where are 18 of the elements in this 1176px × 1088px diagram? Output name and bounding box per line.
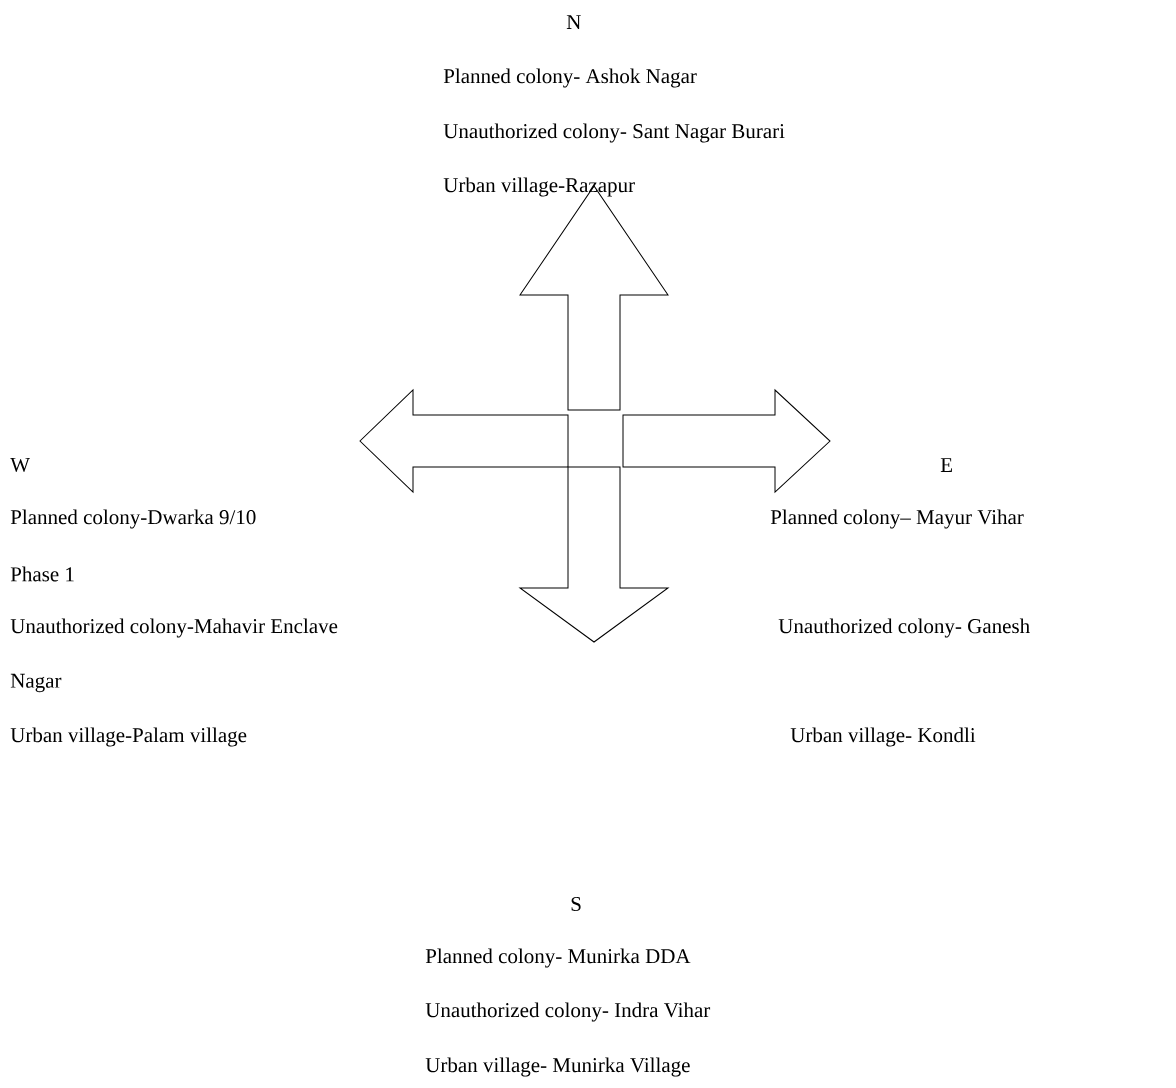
compass-letter: N bbox=[566, 15, 581, 29]
label: Planned colony- Munirka DDA bbox=[425, 948, 691, 968]
label: Unauthorized colony- Ganesh bbox=[778, 618, 1030, 638]
label: Urban village- Munirka Village bbox=[425, 1057, 690, 1077]
compass-letter: W bbox=[10, 457, 30, 473]
compass-letter: S bbox=[571, 896, 581, 912]
label: Planned colony- Ashok Nagar bbox=[443, 68, 697, 88]
label: Urban village-Palam village bbox=[10, 727, 247, 747]
label: Unauthorized colony- Sant Nagar Burari bbox=[443, 123, 785, 143]
label: Planned colony-Dwarka 9/10 bbox=[10, 509, 256, 529]
label: Nagar bbox=[10, 673, 62, 693]
label: Urban village- Kondli bbox=[790, 727, 976, 747]
label: Planned colony– Mayur Vihar bbox=[770, 509, 1024, 529]
compass-letter: E bbox=[940, 458, 952, 472]
label: Urban village-Razapur bbox=[443, 177, 635, 197]
label: Phase 1 bbox=[10, 566, 74, 582]
label: Unauthorized colony-Mahavir Enclave bbox=[10, 618, 338, 638]
label: Unauthorized colony- Indra Vihar bbox=[425, 1002, 711, 1022]
